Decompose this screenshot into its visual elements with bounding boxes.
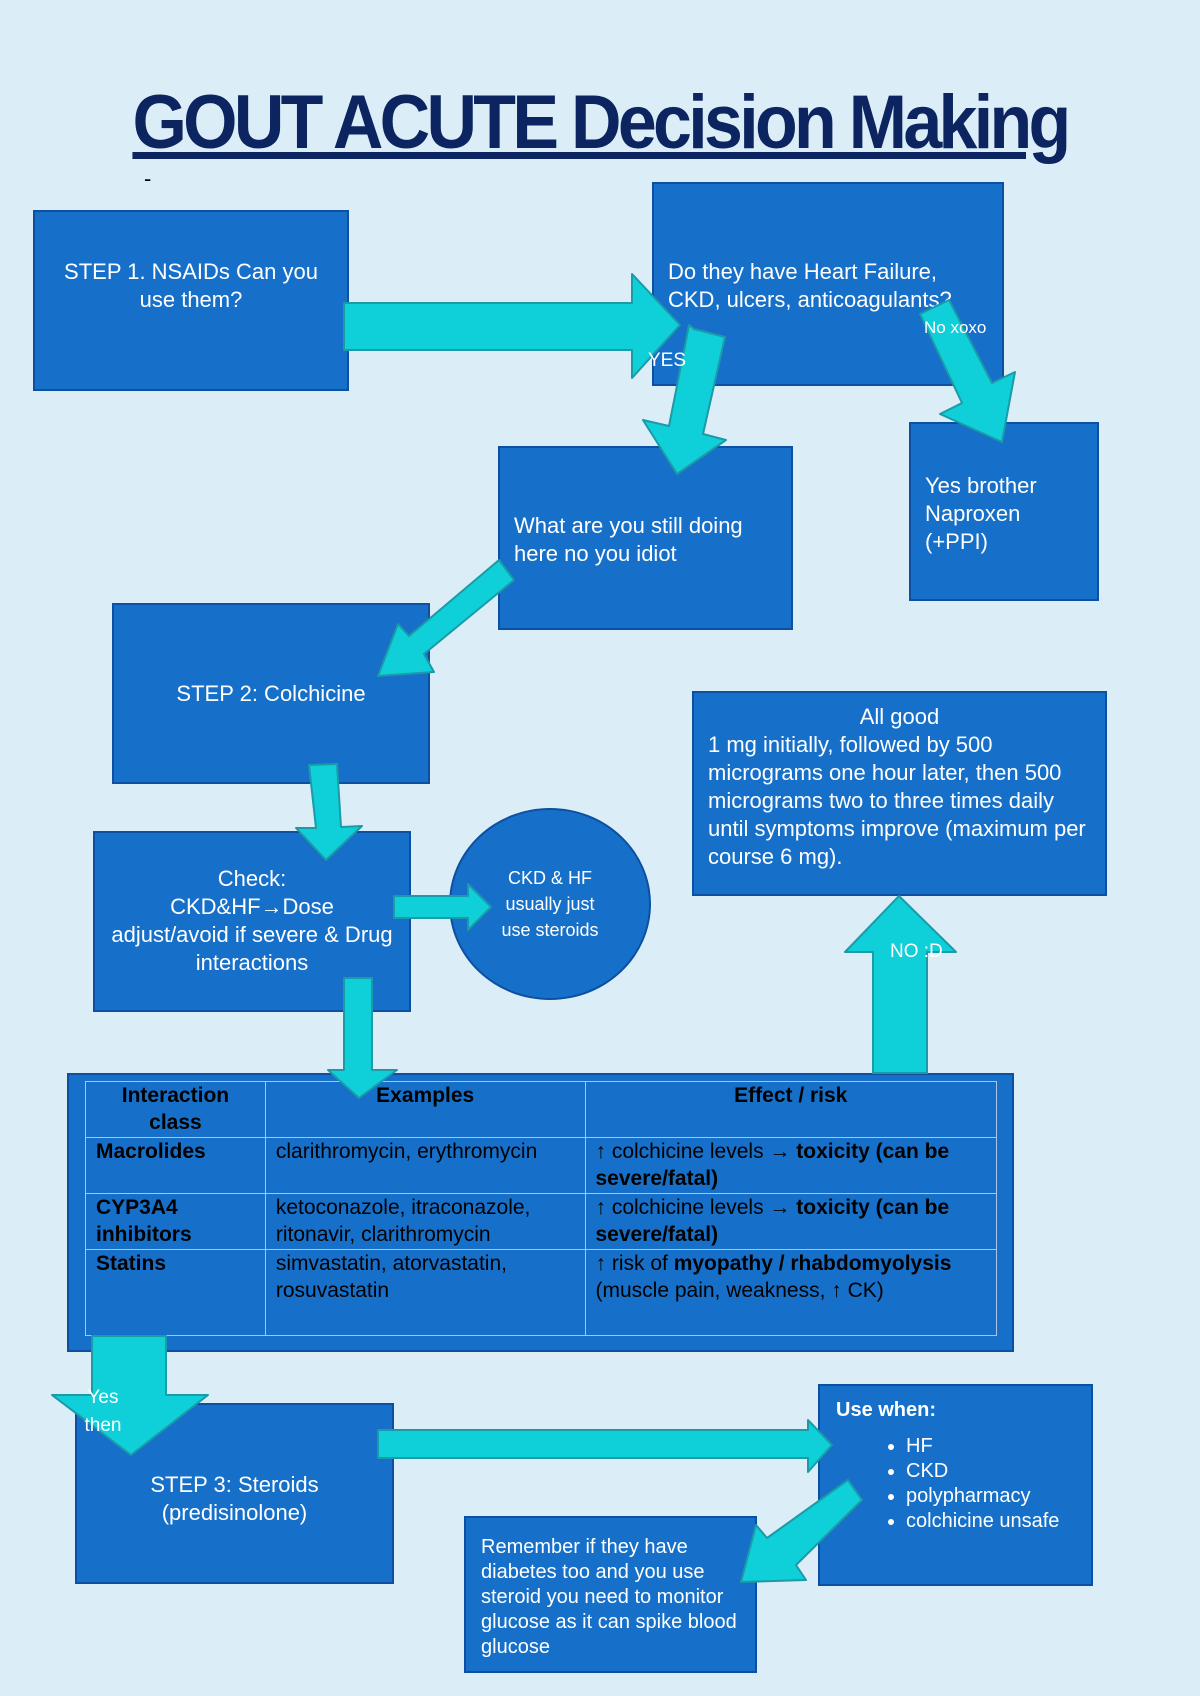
naproxen-box: Yes brother Naproxen (+PPI) <box>909 422 1099 601</box>
arrow-use-when-to-remember <box>740 1479 863 1583</box>
table-header-row: Interaction class Examples Effect / risk <box>85 1081 997 1138</box>
question-text: Do they have Heart Failure, CKD, ulcers,… <box>668 259 952 312</box>
arrow-step2-to-check <box>295 763 363 861</box>
arrow-step1-to-question <box>343 273 681 379</box>
table-cell-effect: ↑ colchicine levels → toxicity (can be s… <box>584 1193 997 1250</box>
label-no-d: NO :D <box>890 941 943 962</box>
step3-box: STEP 3: Steroids (predisinolone) <box>75 1403 394 1584</box>
effect-post: (muscle pain, weakness, ↑ CK) <box>595 1279 884 1302</box>
step1-text: STEP 1. NSAIDs Can you use them? <box>64 259 318 312</box>
table-cell-examples: simvastatin, atorvastatin, rosuvastatin <box>264 1249 586 1336</box>
use-when-box: Use when: HF CKD polypharmacy colchicine… <box>818 1384 1093 1586</box>
effect-bold: myopathy / rhabdomyolysis <box>673 1252 952 1275</box>
list-item: polypharmacy <box>906 1484 1077 1509</box>
interaction-table: Interaction class Examples Effect / risk… <box>85 1081 997 1336</box>
check-text: CKD&HF→Dose adjust/avoid if severe & Dru… <box>111 894 393 975</box>
naproxen-line-1: Yes brother <box>925 473 1037 498</box>
step2-box: STEP 2: Colchicine <box>112 603 430 784</box>
arrow-up-to-all-good <box>844 895 957 1074</box>
all-good-text: 1 mg initially, followed by 500 microgra… <box>708 732 1086 869</box>
naproxen-line-3: (+PPI) <box>925 529 988 554</box>
arrow-step3-to-use-when <box>377 1419 833 1473</box>
use-when-heading: Use when: <box>836 1399 937 1421</box>
naproxen-line-2: Naproxen <box>925 501 1021 526</box>
label-yes-then: Yes then <box>84 1387 122 1436</box>
list-item: HF <box>906 1434 1077 1459</box>
dash-mark: - <box>144 166 152 191</box>
table-cell-class: CYP3A4 inhibitors <box>85 1193 266 1250</box>
all-good-heading: All good <box>859 704 940 729</box>
check-heading: Check: <box>217 866 287 891</box>
label-yes: YES <box>648 350 687 371</box>
arrow-table-to-step3 <box>51 1335 209 1456</box>
step3-text: STEP 3: Steroids (predisinolone) <box>150 1472 319 1525</box>
page-title: GOUT ACUTE Decision Making <box>132 80 1071 165</box>
table-cell-class: Macrolides <box>85 1137 266 1194</box>
table-cell-effect: ↑ colchicine levels → toxicity (can be s… <box>584 1137 997 1194</box>
list-item: colchicine unsafe <box>906 1509 1077 1534</box>
table-cell-examples: ketoconazole, itraconazole, ritonavir, c… <box>264 1193 586 1250</box>
arrow-check-to-table <box>327 977 398 1099</box>
effect-pre: ↑ risk of <box>595 1252 674 1275</box>
arrow-still-here-to-step2 <box>377 559 515 677</box>
table-cell-effect: ↑ risk of myopathy / rhabdomyolysis (mus… <box>584 1249 997 1336</box>
step2-text: STEP 2: Colchicine <box>176 680 366 706</box>
remember-box: Remember if they have diabetes too and y… <box>464 1516 757 1673</box>
step1-box: STEP 1. NSAIDs Can you use them? <box>33 210 349 391</box>
remember-text: Remember if they have diabetes too and y… <box>481 1536 737 1658</box>
arrow-question-to-naproxen <box>919 299 1016 443</box>
check-box: Check: CKD&HF→Dose adjust/avoid if sever… <box>93 831 411 1012</box>
ckd-hf-circle-text: CKD & HF usually just use steroids <box>501 868 599 940</box>
table-row: CYP3A4 inhibitors ketoconazole, itracona… <box>85 1193 997 1250</box>
effect-pre: ↑ colchicine levels → <box>595 1140 797 1163</box>
table-header-effect: Effect / risk <box>584 1081 997 1138</box>
arrow-question-to-still-here <box>642 324 727 475</box>
label-no-xoxo: No xoxo <box>924 318 987 337</box>
table-row: Statins simvastatin, atorvastatin, rosuv… <box>85 1249 997 1336</box>
still-here-box: What are you still doing here no you idi… <box>498 446 793 630</box>
still-here-text: What are you still doing here no you idi… <box>514 513 743 566</box>
interaction-table-panel: Interaction class Examples Effect / risk… <box>67 1073 1014 1352</box>
effect-pre: ↑ colchicine levels → <box>595 1196 797 1219</box>
table-cell-class: Statins <box>85 1249 266 1336</box>
list-item: CKD <box>906 1459 1077 1484</box>
effect-bold: toxicity (can be severe/fatal) <box>595 1140 950 1190</box>
use-when-list: HF CKD polypharmacy colchicine unsafe <box>836 1434 1077 1534</box>
effect-bold: toxicity (can be severe/fatal) <box>595 1196 950 1246</box>
table-row: Macrolides clarithromycin, erythromycin … <box>85 1137 997 1194</box>
all-good-box: All good 1 mg initially, followed by 500… <box>692 691 1107 896</box>
arrow-check-to-circle <box>393 883 492 931</box>
